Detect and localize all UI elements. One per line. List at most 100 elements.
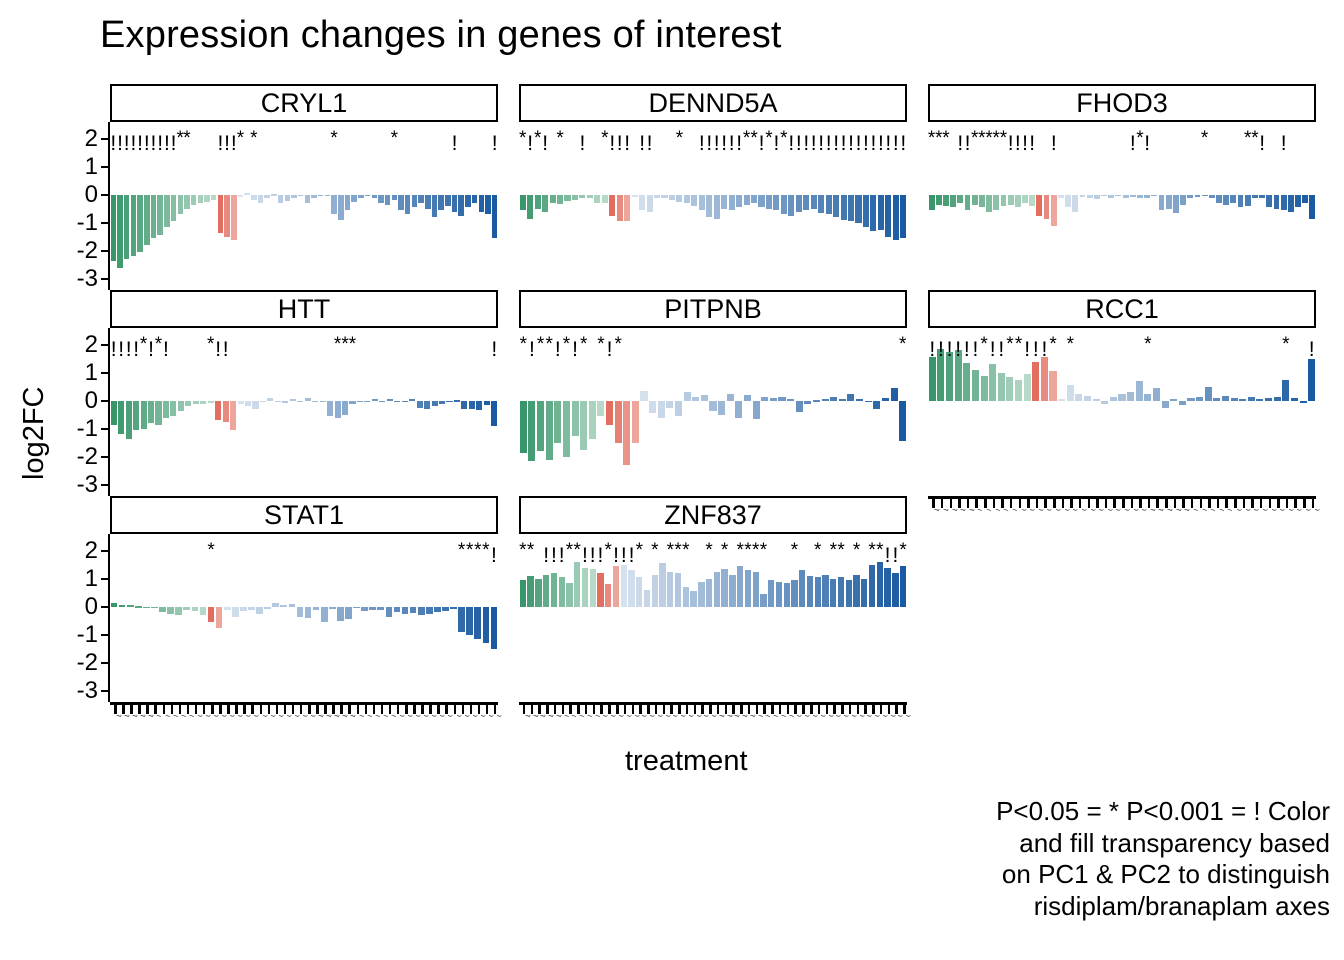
x-axis-tick bbox=[616, 704, 619, 714]
bar bbox=[1161, 400, 1169, 408]
bar bbox=[692, 396, 700, 401]
bar bbox=[735, 400, 743, 418]
bar bbox=[398, 194, 404, 211]
y-axis-tick-label: -1 bbox=[76, 208, 98, 236]
bar bbox=[837, 577, 845, 607]
bar bbox=[134, 606, 142, 608]
x-axis-tick bbox=[778, 704, 782, 714]
bar bbox=[535, 578, 542, 607]
x-axis-tick bbox=[1122, 498, 1125, 508]
bar bbox=[868, 564, 876, 607]
bar bbox=[123, 194, 130, 260]
bar bbox=[424, 400, 431, 410]
bar bbox=[485, 194, 491, 215]
bar bbox=[431, 194, 438, 218]
bar bbox=[257, 194, 264, 204]
bar bbox=[1036, 194, 1043, 216]
bar bbox=[151, 606, 158, 609]
x-axis-tick bbox=[356, 704, 360, 714]
x-axis-tick bbox=[1147, 498, 1151, 508]
bar bbox=[478, 194, 484, 212]
bar bbox=[297, 400, 304, 403]
bar bbox=[963, 363, 971, 401]
bar bbox=[378, 194, 384, 204]
bar bbox=[519, 580, 527, 607]
bar bbox=[231, 606, 239, 617]
bar bbox=[1280, 194, 1287, 211]
y-axis-title: log2FC bbox=[18, 386, 50, 481]
x-axis-tick bbox=[833, 704, 836, 714]
bar bbox=[272, 602, 279, 607]
bar bbox=[267, 398, 274, 401]
bar bbox=[1093, 194, 1100, 199]
x-axis-line bbox=[110, 702, 498, 705]
bar bbox=[118, 400, 125, 435]
x-axis-tick bbox=[1173, 498, 1177, 508]
x-axis-tick bbox=[654, 704, 658, 714]
bar bbox=[775, 581, 783, 607]
bar bbox=[1058, 398, 1066, 401]
bar bbox=[284, 194, 290, 201]
bar bbox=[758, 194, 765, 208]
bar bbox=[773, 194, 780, 211]
bar bbox=[1178, 400, 1186, 405]
bar bbox=[1072, 194, 1079, 212]
facet-label-znf837: ZNF837 bbox=[519, 496, 907, 534]
bar bbox=[657, 400, 665, 418]
bar bbox=[847, 393, 855, 401]
bar bbox=[752, 571, 759, 607]
x-axis-tick bbox=[1311, 498, 1315, 508]
bar bbox=[736, 194, 743, 208]
bar bbox=[1101, 194, 1107, 197]
bar bbox=[312, 606, 320, 611]
x-axis-tick bbox=[1242, 498, 1246, 508]
bar bbox=[1014, 194, 1021, 207]
bar bbox=[438, 194, 444, 211]
bar bbox=[1065, 194, 1072, 208]
bar bbox=[394, 400, 401, 403]
x-axis-tick bbox=[903, 704, 906, 714]
y-axis-tick bbox=[100, 483, 108, 487]
x-axis-tick bbox=[802, 704, 805, 714]
bar bbox=[900, 194, 907, 239]
bar bbox=[1196, 397, 1204, 401]
bar bbox=[1302, 194, 1309, 204]
bar bbox=[446, 400, 453, 403]
bar bbox=[804, 400, 812, 404]
x-axis-line bbox=[519, 702, 907, 705]
bar bbox=[215, 606, 223, 628]
bar bbox=[616, 194, 623, 222]
bar bbox=[264, 194, 270, 199]
bar bbox=[384, 194, 391, 205]
bar bbox=[628, 570, 635, 607]
bar bbox=[417, 606, 425, 616]
bar bbox=[361, 606, 368, 611]
bar bbox=[1050, 194, 1057, 226]
bar bbox=[691, 194, 698, 206]
bar bbox=[358, 194, 364, 199]
x-axis-tick bbox=[1251, 498, 1254, 508]
bar bbox=[331, 194, 337, 215]
facet-label-stat1: STAT1 bbox=[110, 496, 498, 534]
bar bbox=[928, 357, 936, 401]
x-axis-tick bbox=[522, 704, 526, 714]
bar bbox=[1201, 194, 1208, 197]
bar bbox=[597, 573, 604, 607]
x-axis-tick bbox=[1216, 498, 1220, 508]
x-axis-tick bbox=[170, 704, 174, 714]
bar bbox=[666, 400, 674, 408]
bar bbox=[799, 570, 806, 607]
y-axis-tick bbox=[100, 689, 108, 693]
facet-panel-cryl1: CRYL1!!!!!!!!!!**!!!****!! bbox=[110, 84, 498, 290]
bar bbox=[411, 194, 418, 208]
bar bbox=[1023, 374, 1031, 401]
x-axis-tick bbox=[1035, 498, 1039, 508]
bar bbox=[438, 400, 446, 404]
bar bbox=[653, 194, 661, 198]
bar bbox=[795, 400, 803, 412]
bar bbox=[605, 584, 612, 607]
bar bbox=[144, 194, 150, 246]
bar bbox=[304, 606, 312, 618]
bar bbox=[1109, 397, 1117, 401]
x-axis-tick bbox=[324, 704, 327, 714]
